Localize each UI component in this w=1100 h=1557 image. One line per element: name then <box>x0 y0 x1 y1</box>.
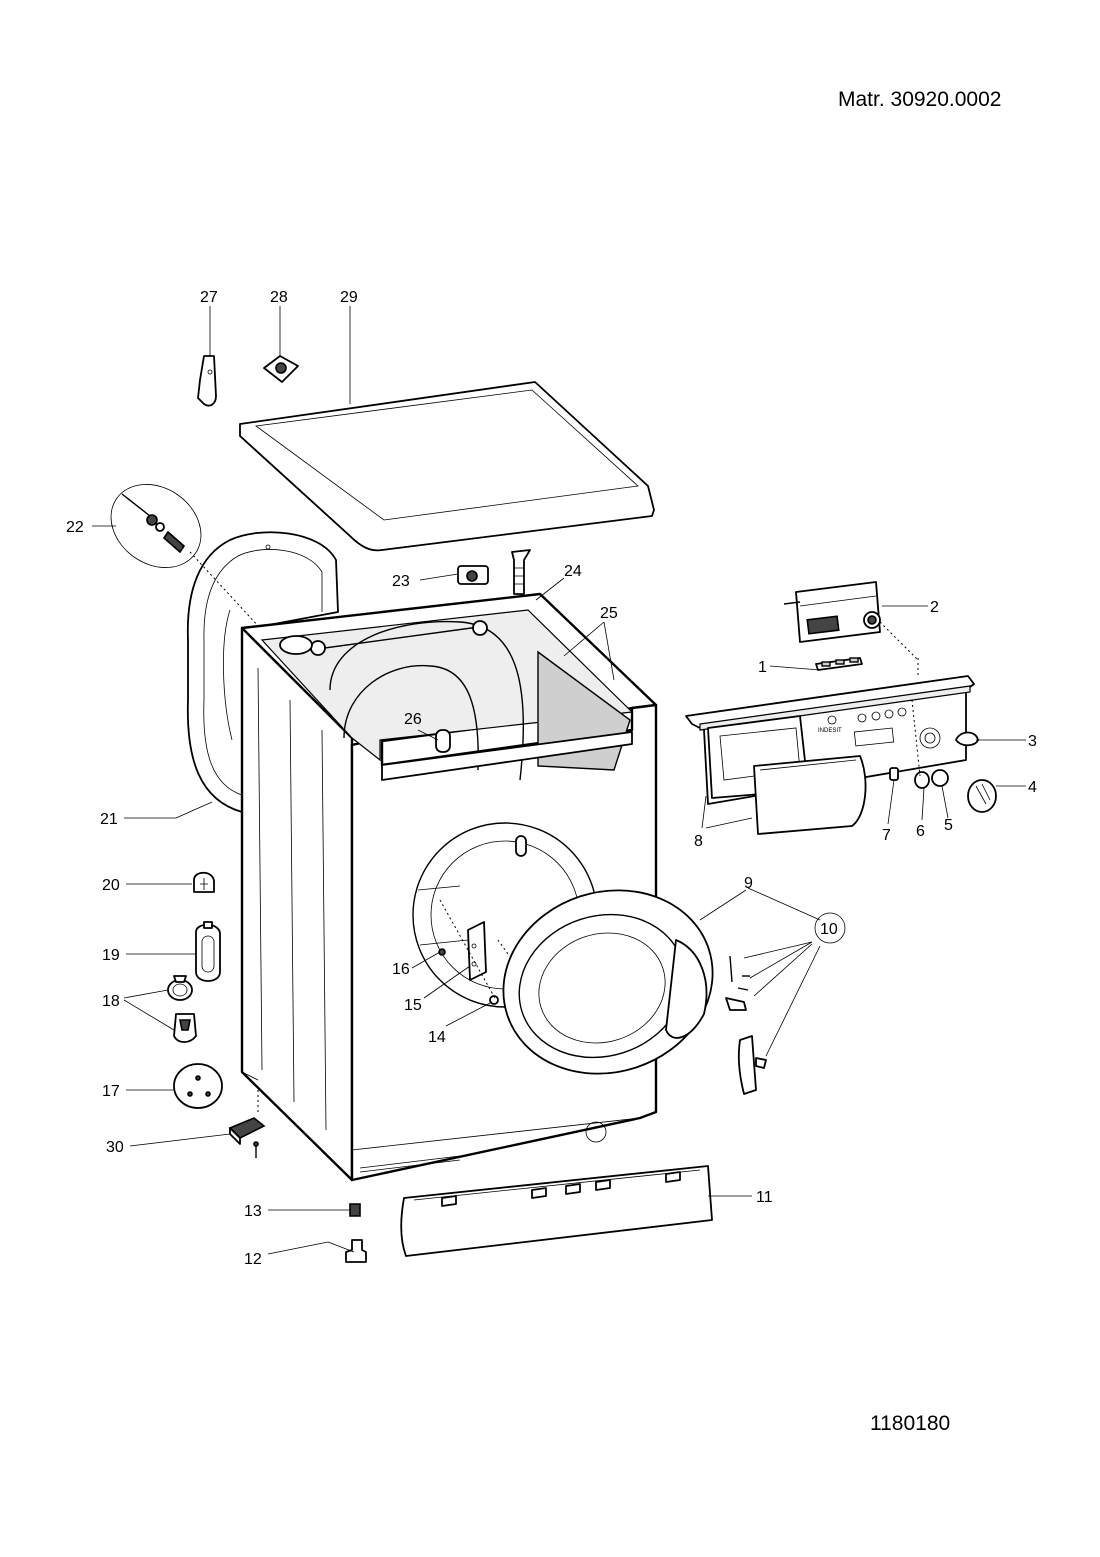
button-set <box>815 657 863 671</box>
callout-23: 23 <box>392 573 410 590</box>
rear-panel-seal <box>186 531 339 813</box>
callout-9: 9 <box>744 875 753 892</box>
callout-4: 4 <box>1028 779 1037 796</box>
knobs <box>889 699 997 813</box>
front-door <box>502 889 714 1075</box>
mount-plate <box>263 355 299 383</box>
material-number: Matr. 30920.0002 <box>838 88 1002 111</box>
drain-plug <box>435 729 527 857</box>
callout-27: 27 <box>200 289 218 306</box>
callout-14: 14 <box>428 1029 446 1046</box>
callout-11: 11 <box>756 1189 773 1206</box>
foot-and-spring <box>345 1203 367 1263</box>
callout-3: 3 <box>1028 733 1037 750</box>
callout-21: 21 <box>100 811 118 828</box>
callout-13: 13 <box>244 1203 262 1220</box>
top-cover <box>239 381 655 552</box>
callout-18: 18 <box>102 993 120 1010</box>
callout-12: 12 <box>244 1251 262 1268</box>
callout-15: 15 <box>404 997 422 1014</box>
electronic-board <box>783 581 881 643</box>
callout-17: 17 <box>102 1083 120 1100</box>
door-lock-assembly <box>438 899 509 1005</box>
callout-26: 26 <box>404 711 422 728</box>
callout-8: 8 <box>694 833 703 850</box>
drawing-code: 1180180 <box>870 1412 951 1435</box>
brand-mark: INDESIT <box>818 728 842 734</box>
callout-19: 19 <box>102 947 120 964</box>
callout-5: 5 <box>944 817 953 834</box>
callout-29: 29 <box>340 289 358 306</box>
door-hinge-parts <box>725 955 767 1095</box>
callout-30: 30 <box>106 1139 124 1156</box>
callout-22: 22 <box>66 519 84 536</box>
callout-24: 24 <box>564 563 582 580</box>
callout-2: 2 <box>930 599 939 616</box>
callout-10: 10 <box>820 921 838 938</box>
callout-20: 20 <box>102 877 120 894</box>
callout-labels: 1 2 3 4 5 6 7 8 9 10 11 12 13 14 15 16 1… <box>66 289 1037 1268</box>
cabinet-body <box>240 592 658 1182</box>
callout-28: 28 <box>270 289 288 306</box>
detergent-drawer <box>753 755 867 835</box>
callout-6: 6 <box>916 823 925 840</box>
inlet-spring <box>511 549 531 595</box>
small-parts-left <box>167 871 266 1158</box>
callout-1: 1 <box>758 659 767 676</box>
callout-25: 25 <box>600 605 618 622</box>
hose-clamp <box>457 565 489 585</box>
lid-hinge <box>197 355 217 407</box>
spring-assembly <box>110 484 261 629</box>
leader-lines <box>92 306 1026 1255</box>
callout-7: 7 <box>882 827 891 844</box>
plinth-panel <box>400 1165 713 1257</box>
callout-16: 16 <box>392 961 410 978</box>
